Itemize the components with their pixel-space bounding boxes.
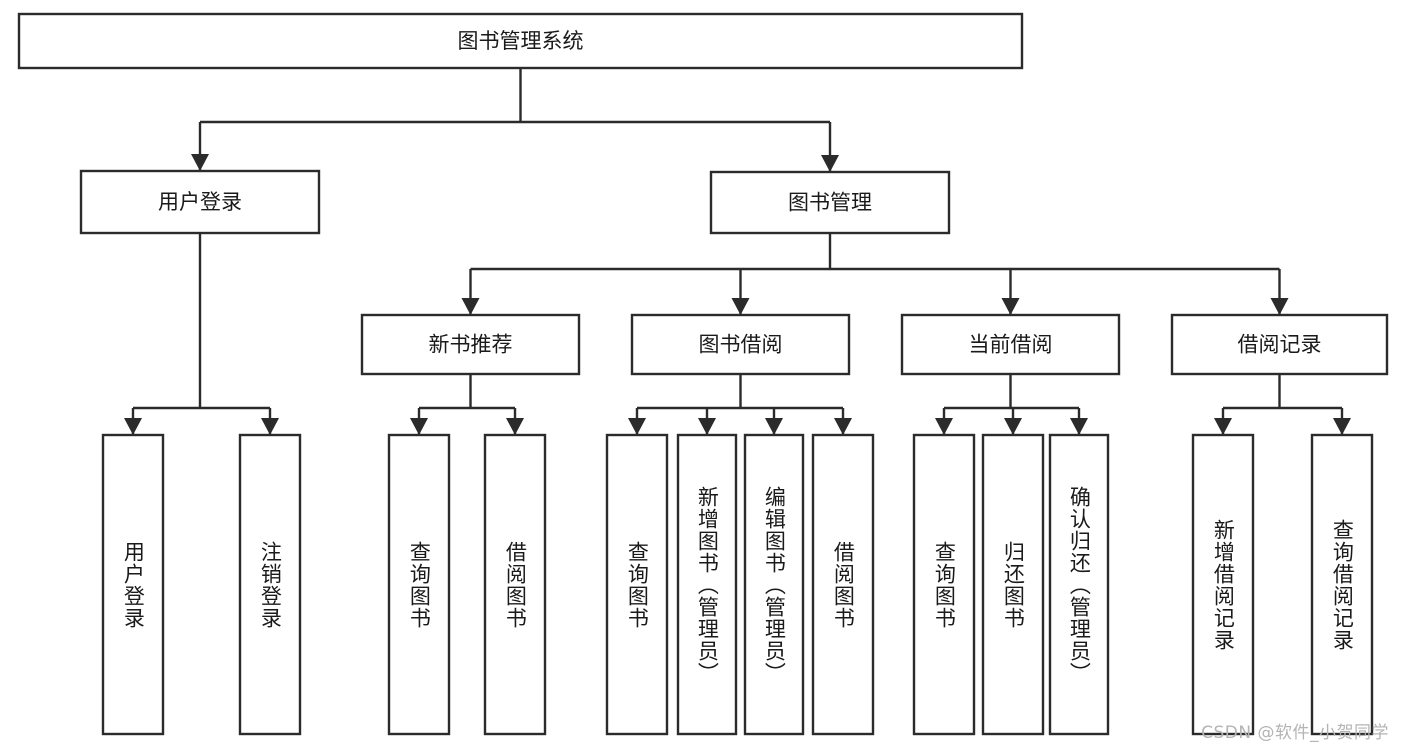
arrow-head-icon: [191, 154, 209, 171]
node-box: [811, 433, 875, 736]
node-box: [1170, 313, 1389, 376]
node-leaf-return-book[interactable]: [981, 433, 1045, 736]
arrow-head-icon: [1333, 418, 1351, 435]
node-box: [900, 313, 1121, 376]
edges-layer: [124, 68, 1351, 435]
node-box: [709, 170, 951, 235]
node-leaf-borrow-book-rec[interactable]: [483, 433, 547, 736]
node-box: [676, 433, 738, 736]
node-leaf-query-book-cur[interactable]: [912, 433, 976, 736]
arrow-head-icon: [461, 298, 480, 315]
node-label: 图书管理: [788, 191, 872, 215]
arrow-head-icon: [765, 418, 783, 435]
arrow-head-icon: [698, 418, 716, 435]
arrow-head-icon: [410, 418, 428, 435]
node-box: [360, 313, 581, 376]
node-label: 用户登录: [158, 190, 242, 214]
arrow-head-icon: [628, 418, 646, 435]
node-label: 新书推荐: [429, 333, 513, 357]
node-box: [1310, 433, 1374, 736]
arrow-head-icon: [935, 418, 953, 435]
arrow-head-icon: [1214, 418, 1232, 435]
node-leaf-confirm-return[interactable]: [1048, 433, 1110, 736]
arrow-head-icon: [731, 298, 750, 315]
node-box: [483, 433, 547, 736]
node-box: [387, 433, 451, 736]
arrow-head-icon: [506, 418, 524, 435]
arrow-head-icon: [1070, 418, 1088, 435]
arrow-head-icon: [821, 155, 839, 172]
node-box: [605, 433, 669, 736]
node-user-login[interactable]: 用户登录: [79, 169, 321, 235]
node-leaf-edit-book[interactable]: [743, 433, 805, 736]
node-box: [743, 433, 805, 736]
node-label: 图书借阅: [699, 333, 783, 357]
node-leaf-user-login[interactable]: [101, 433, 165, 736]
watermark-text: CSDN @软件_小贺同学: [1201, 723, 1389, 743]
arrow-head-icon: [261, 418, 279, 435]
node-box: [1191, 433, 1255, 736]
node-box: [1048, 433, 1110, 736]
node-leaf-query-book-rec[interactable]: [387, 433, 451, 736]
node-box: [17, 12, 1024, 70]
arrow-head-icon: [1004, 418, 1022, 435]
node-current-borrow[interactable]: 当前借阅: [900, 313, 1121, 376]
arrow-head-icon: [834, 418, 852, 435]
node-root[interactable]: 图书管理系统: [17, 12, 1024, 70]
node-box: [79, 169, 321, 235]
node-leaf-add-book[interactable]: [676, 433, 738, 736]
node-box: [912, 433, 976, 736]
node-box: [101, 433, 165, 736]
node-box: [981, 433, 1045, 736]
node-leaf-query-record[interactable]: [1310, 433, 1374, 736]
node-book-borrow[interactable]: 图书借阅: [630, 313, 851, 376]
arrow-head-icon: [1270, 298, 1289, 315]
node-label: 当前借阅: [969, 333, 1053, 357]
arrow-head-icon: [124, 418, 142, 435]
node-leaf-logout[interactable]: [238, 433, 302, 736]
node-leaf-query-book-borrow[interactable]: [605, 433, 669, 736]
node-box: [238, 433, 302, 736]
node-box: [630, 313, 851, 376]
node-book-manage[interactable]: 图书管理: [709, 170, 951, 235]
node-leaf-add-record[interactable]: [1191, 433, 1255, 736]
node-label: 借阅记录: [1238, 333, 1322, 357]
node-label: 图书管理系统: [458, 29, 584, 53]
node-new-book-recommend[interactable]: 新书推荐: [360, 313, 581, 376]
node-leaf-borrow-book[interactable]: [811, 433, 875, 736]
arrow-head-icon: [1001, 298, 1020, 315]
node-borrow-record[interactable]: 借阅记录: [1170, 313, 1389, 376]
